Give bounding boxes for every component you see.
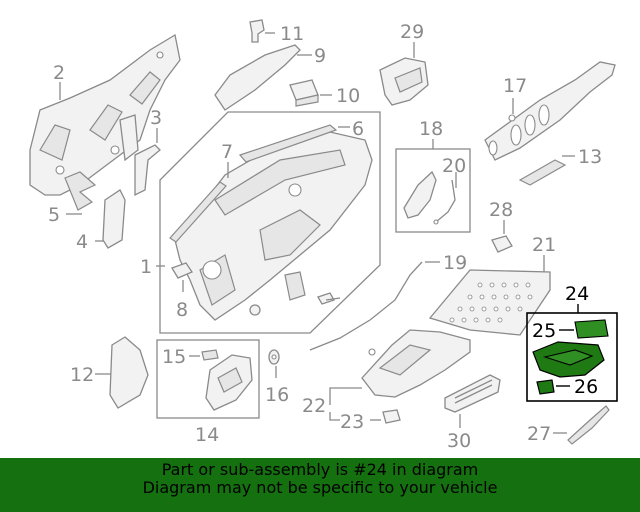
callout-16: 16 (265, 384, 289, 406)
callout-8: 8 (176, 299, 188, 321)
callout-10: 10 (336, 85, 360, 107)
callout-21: 21 (532, 234, 556, 256)
callout-13: 13 (578, 146, 602, 168)
info-banner: Part or sub-assembly is #24 in diagram D… (0, 458, 640, 512)
callout-1: 1 (140, 256, 152, 278)
callout-17: 17 (503, 75, 527, 97)
part-15-clip (201, 349, 219, 361)
callout-3: 3 (150, 107, 162, 129)
part-1-instrument-panel (174, 131, 373, 321)
banner-line-1: Part or sub-assembly is #24 in diagram (161, 460, 479, 479)
part-10-switch (289, 79, 319, 107)
callout-29: 29 (400, 21, 424, 43)
part-26-latch (536, 379, 555, 395)
part-5-clip (64, 171, 97, 211)
part-24-storage-compartment (532, 341, 605, 378)
callout-6: 6 (352, 118, 364, 140)
part-17-right-trim (484, 61, 616, 161)
banner-line-2: Diagram may not be specific to your vehi… (142, 478, 498, 497)
part-28-clip (491, 235, 513, 253)
part-20-cable (433, 179, 456, 225)
part-14-vent-housing (205, 354, 253, 411)
parts-diagram: 2 3 5 4 11 9 10 29 (29, 19, 618, 452)
screw (317, 292, 341, 305)
part-7-strip (169, 181, 227, 243)
part-11-clip (249, 19, 265, 43)
callout-9: 9 (314, 45, 326, 67)
part-1-group-box (159, 111, 381, 334)
part-27-trim-strip (567, 405, 610, 445)
part-4-side-bracket (102, 189, 126, 249)
part-13-trim-strip (518, 159, 567, 186)
part-24-group-box (526, 312, 618, 402)
callout-14: 14 (195, 424, 219, 446)
callout-11: 11 (280, 23, 304, 45)
part-2-support-frame (29, 33, 181, 196)
part-16-grommet (268, 349, 280, 365)
callout-4: 4 (76, 231, 88, 253)
part-22-bracket (361, 329, 471, 398)
callout-12: 12 (70, 364, 94, 386)
callout-26: 26 (574, 376, 598, 398)
part-3-bracket (134, 144, 161, 197)
callout-7: 7 (221, 141, 233, 163)
part-19-cable (309, 261, 423, 351)
part-14-group-box (156, 339, 260, 419)
part-12-side-panel (109, 336, 149, 409)
grommet (249, 304, 261, 316)
part-18-air-duct (403, 170, 437, 219)
callout-5: 5 (48, 204, 60, 226)
callout-2: 2 (53, 62, 65, 84)
callout-23: 23 (340, 411, 364, 433)
callout-18: 18 (419, 118, 443, 140)
callout-22: 22 (302, 395, 326, 417)
part-29-duct (379, 57, 429, 106)
part-21-perforated-panel (428, 269, 551, 336)
callout-20: 20 (442, 155, 466, 177)
part-9-trim-panel (214, 44, 301, 111)
part-30-module (444, 374, 501, 413)
part-23-clip (382, 409, 401, 424)
callout-15: 15 (162, 346, 186, 368)
part-6-strip (238, 124, 338, 163)
callout-27: 27 (527, 423, 551, 445)
callout-24: 24 (565, 283, 589, 305)
part-8-clip (171, 262, 193, 279)
callout-30: 30 (447, 430, 471, 452)
callout-25: 25 (532, 320, 556, 342)
part-25-cover (574, 319, 609, 339)
callout-19: 19 (443, 252, 467, 274)
callout-28: 28 (489, 199, 513, 221)
